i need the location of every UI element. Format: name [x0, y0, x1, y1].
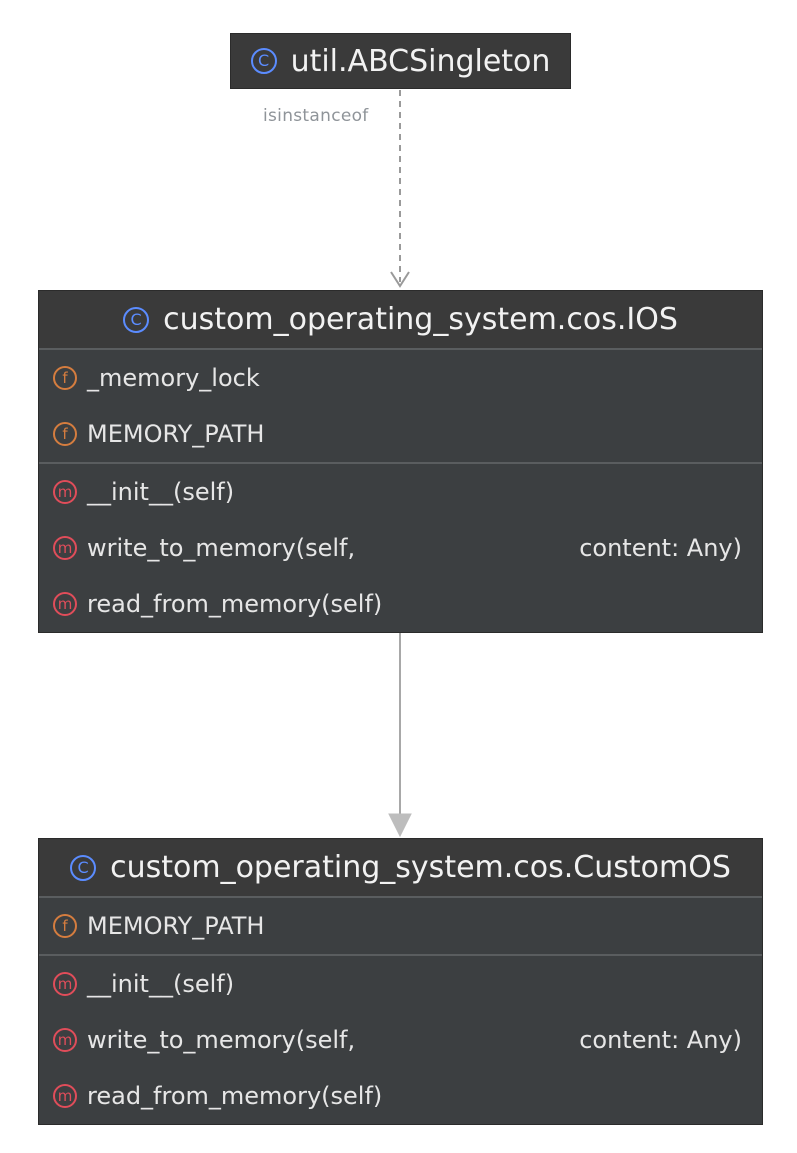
method-icon: m	[53, 1028, 77, 1052]
method-icon: m	[53, 480, 77, 504]
field-row: f MEMORY_PATH	[39, 898, 762, 954]
class-node-abcsingleton[interactable]: C util.ABCSingleton	[230, 33, 571, 89]
class-title: util.ABCSingleton	[290, 43, 551, 79]
method-row: m write_to_memory(self, content: Any)	[39, 1012, 762, 1068]
header-divider	[39, 348, 762, 350]
method-icon: m	[53, 972, 77, 996]
method-row: m __init__(self)	[39, 956, 762, 1012]
class-header: C util.ABCSingleton	[231, 34, 570, 88]
field-row: f MEMORY_PATH	[39, 406, 762, 462]
method-row: m read_from_memory(self)	[39, 576, 762, 632]
method-icon: m	[53, 536, 77, 560]
class-node-customos[interactable]: C custom_operating_system.cos.CustomOS f…	[38, 838, 763, 1125]
field-icon: f	[53, 366, 77, 390]
class-node-ios[interactable]: C custom_operating_system.cos.IOS f _mem…	[38, 290, 763, 633]
inheritance-arrowhead	[388, 813, 412, 838]
class-icon: C	[123, 306, 150, 333]
class-header: C custom_operating_system.cos.CustomOS	[39, 839, 762, 896]
class-title: custom_operating_system.cos.CustomOS	[110, 850, 731, 885]
method-row: m __init__(self)	[39, 464, 762, 520]
method-row: m write_to_memory(self, content: Any)	[39, 520, 762, 576]
method-name: read_from_memory(self)	[87, 1082, 383, 1110]
method-icon: m	[53, 1084, 77, 1108]
field-icon: f	[53, 422, 77, 446]
fields-divider	[39, 954, 762, 956]
method-param: content: Any)	[579, 1026, 742, 1054]
method-icon: m	[53, 592, 77, 616]
fields-divider	[39, 462, 762, 464]
class-header: C custom_operating_system.cos.IOS	[39, 291, 762, 348]
edge-label-isinstanceof: isinstanceof	[263, 106, 369, 126]
method-name: __init__(self)	[87, 970, 235, 998]
method-row: m read_from_memory(self)	[39, 1068, 762, 1124]
field-name: MEMORY_PATH	[87, 420, 265, 448]
method-name: write_to_memory(self,	[87, 534, 356, 562]
method-name: write_to_memory(self,	[87, 1026, 356, 1054]
class-title: custom_operating_system.cos.IOS	[163, 302, 678, 337]
field-name: MEMORY_PATH	[87, 912, 265, 940]
class-icon: C	[70, 854, 97, 881]
isinstanceof-arrowhead	[390, 271, 410, 288]
field-name: _memory_lock	[87, 364, 260, 392]
method-name: read_from_memory(self)	[87, 590, 383, 618]
header-divider	[39, 896, 762, 898]
class-icon: C	[250, 48, 277, 74]
method-param: content: Any)	[579, 534, 742, 562]
field-icon: f	[53, 914, 77, 938]
field-row: f _memory_lock	[39, 350, 762, 406]
method-name: __init__(self)	[87, 478, 235, 506]
